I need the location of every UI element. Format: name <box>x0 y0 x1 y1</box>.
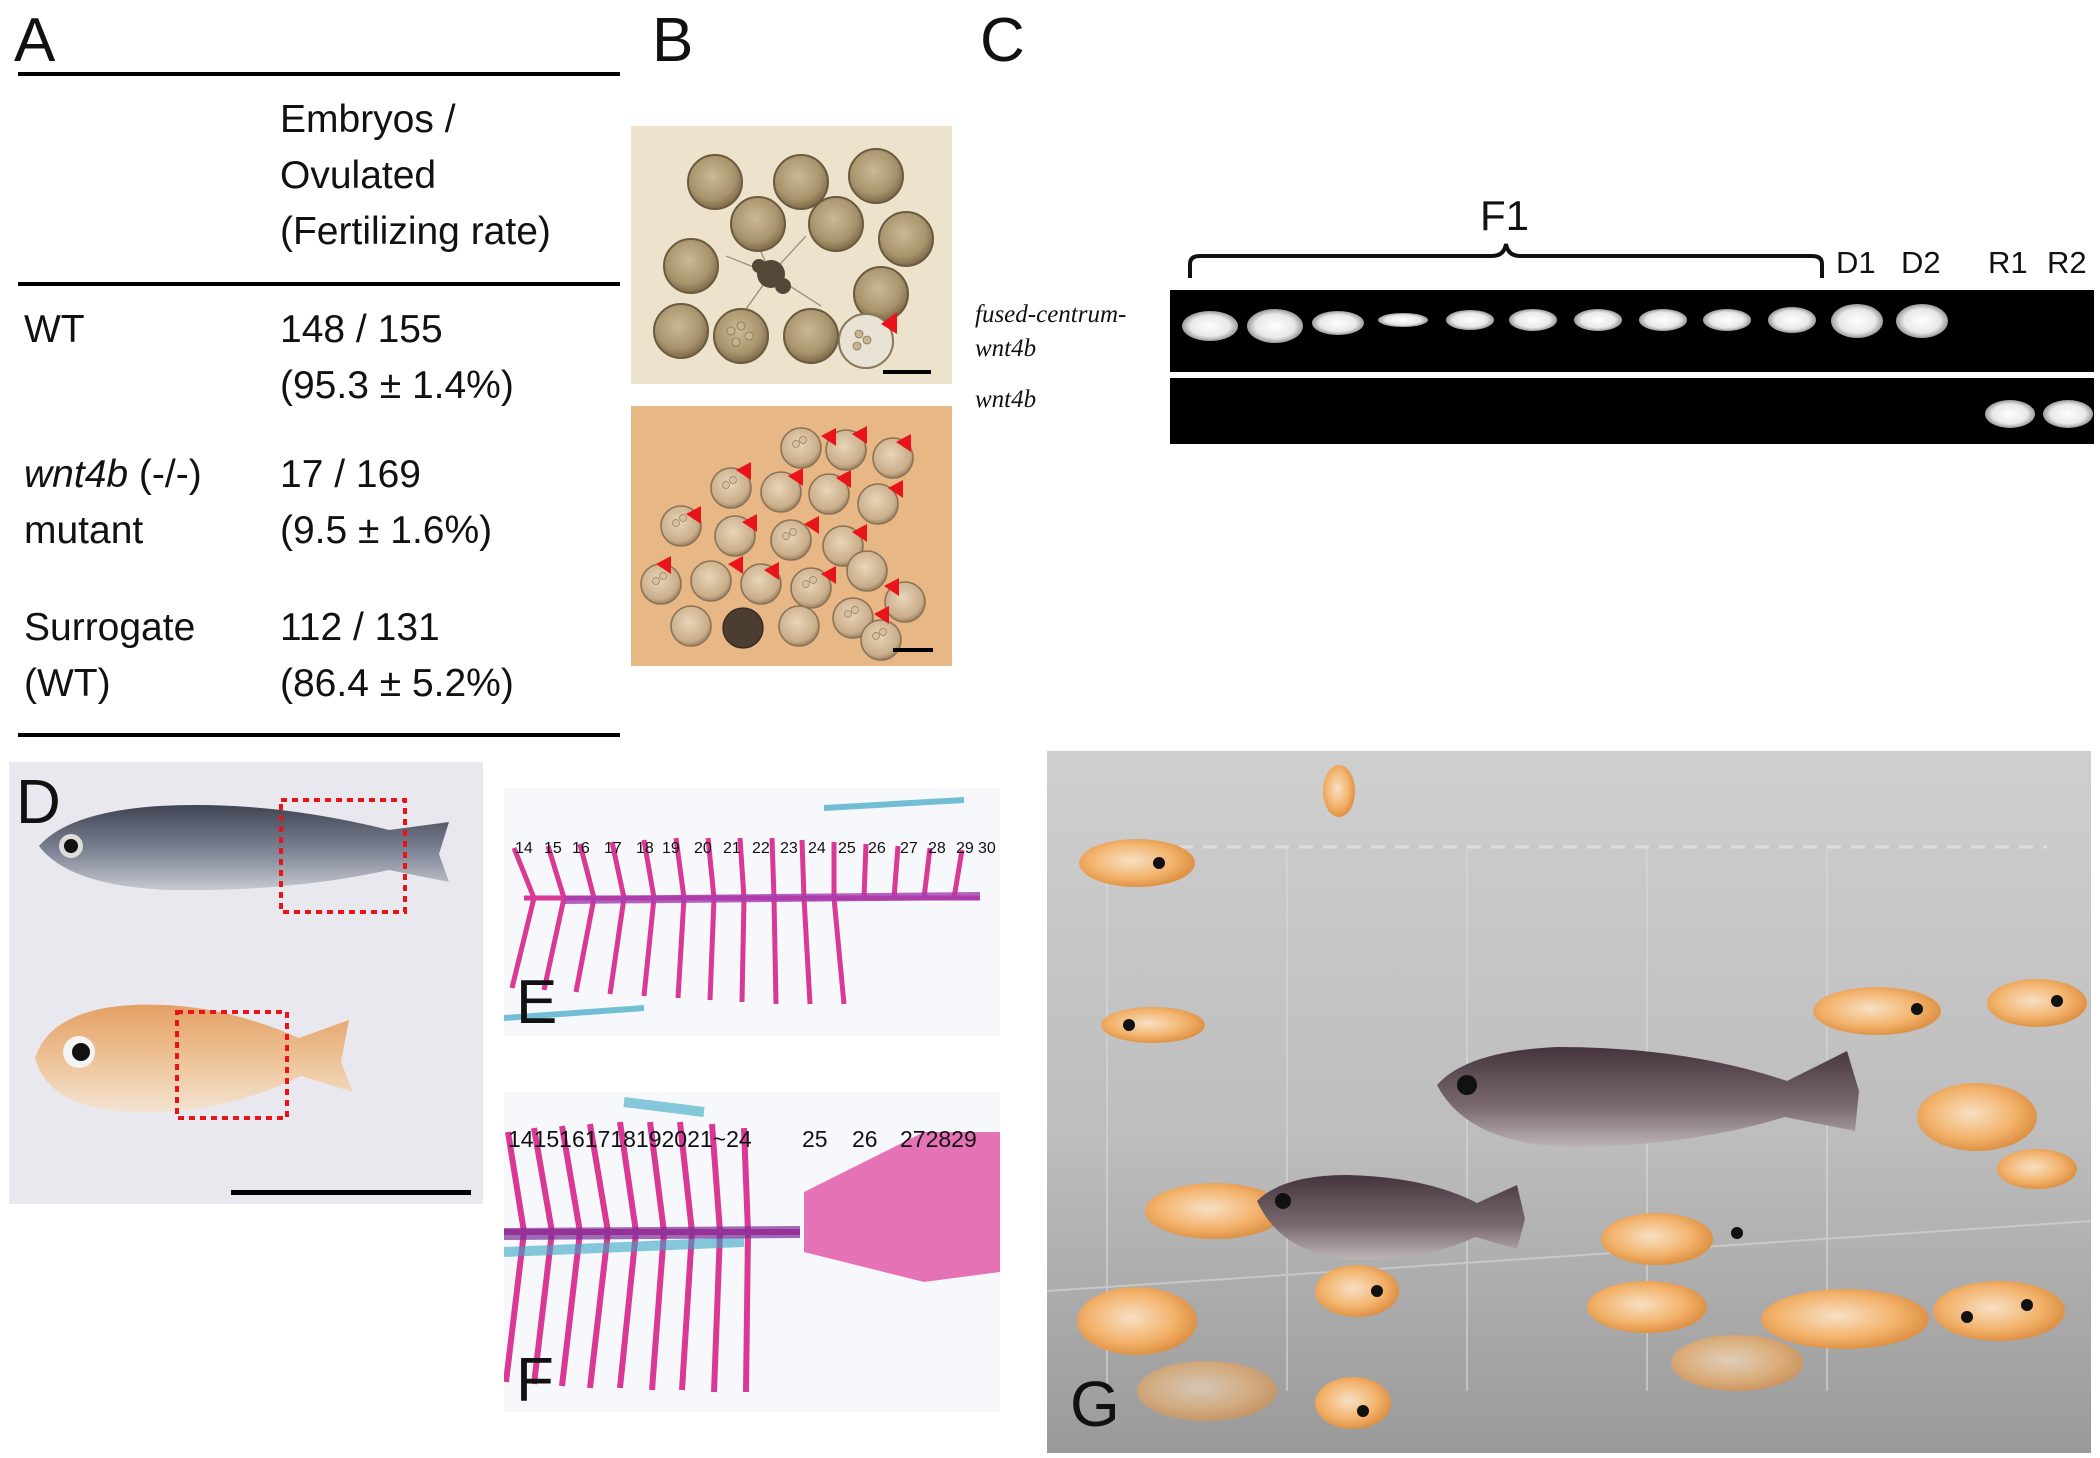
row-count: 112 / 131 <box>280 606 440 649</box>
table-top-rule <box>18 72 620 76</box>
vertebra-number: 14 <box>515 840 533 857</box>
panel-label-a: A <box>14 6 56 75</box>
row-rate: (86.4 ± 5.2%) <box>280 662 514 705</box>
gel-row-1-label-line-2: wnt4b <box>975 335 1037 362</box>
vertebra-number: 24 <box>808 840 826 857</box>
vertebra-number: 27 <box>900 840 918 857</box>
row-label-line-2: (WT) <box>24 662 111 705</box>
wt-fish <box>1437 1047 1859 1147</box>
row-label: wnt4b (-/-) <box>24 447 202 503</box>
vertebra-number: 25 <box>838 840 856 857</box>
scale-bar <box>893 648 933 652</box>
vertebra-number: 19 <box>662 840 680 857</box>
vertebra-number: 17 <box>604 840 622 857</box>
row-label-gene: wnt4b <box>24 453 129 496</box>
gel-group-bracket <box>1188 243 1824 278</box>
vertebra-number: 272829 <box>900 1126 977 1152</box>
row-count: 17 / 169 <box>280 453 421 496</box>
scale-bar <box>883 370 931 374</box>
vertebra-number: 20 <box>694 840 712 857</box>
row-label-genotype: (-/-) <box>128 453 202 496</box>
table-bottom-rule <box>18 733 620 737</box>
vertebra-numbers-e: 14 15 16 17 18 19 20 21 22 23 24 25 26 2… <box>510 840 1000 864</box>
vertebra-number: 23 <box>780 840 798 857</box>
table-header-line-3: (Fertilizing rate) <box>280 210 551 253</box>
vertebra-number: 18 <box>636 840 654 857</box>
skeleton-photo-f <box>504 1092 1000 1412</box>
vertebra-number: 28 <box>928 840 946 857</box>
mutant-fish <box>35 1004 353 1113</box>
skeleton-photo-e <box>504 788 1000 1036</box>
panel-label-g: G <box>1070 1368 1120 1440</box>
dashed-box <box>279 798 407 914</box>
table-header-line-2: Ovulated <box>280 154 437 197</box>
embryo-photo-top <box>631 126 952 384</box>
wt-fish <box>39 805 449 891</box>
lane-label-d2: D2 <box>1901 245 1941 280</box>
orange-fish <box>1077 765 2087 1429</box>
table-header-line-1: Embryos / <box>280 98 456 141</box>
row-label: Surrogate <box>24 606 196 649</box>
row-label-line-2: mutant <box>24 509 144 552</box>
vertebra-number: 1415161718192021~24 <box>508 1126 752 1152</box>
wt-fish <box>1257 1175 1525 1260</box>
panel-label-f: F <box>516 1346 554 1415</box>
triangle-arrow-icon <box>881 312 897 334</box>
panel-label-c: C <box>980 6 1025 75</box>
row-label: WT <box>24 308 85 351</box>
panel-label-d: D <box>16 768 61 837</box>
gel-row-1 <box>1170 290 2094 372</box>
scale-bar <box>231 1190 471 1195</box>
lane-label-d1: D1 <box>1836 245 1876 280</box>
vertebra-number: 15 <box>544 840 562 857</box>
table-header-rule <box>18 282 620 286</box>
panel-label-e: E <box>516 968 558 1037</box>
gel-group-label: F1 <box>1480 192 1530 239</box>
gel-bands-row-2 <box>1985 400 2093 428</box>
fish-photo-d <box>9 762 483 1204</box>
triangle-arrow-icon <box>656 426 911 624</box>
vertebra-numbers-f: 1415161718192021~24 25 26 272829 <box>508 1126 998 1156</box>
gel-image <box>1170 290 2094 444</box>
vertebra-number: 25 <box>802 1126 828 1152</box>
row-rate: (95.3 ± 1.4%) <box>280 364 514 407</box>
vertebra-number: 26 <box>868 840 886 857</box>
lane-label-r2: R2 <box>2047 245 2087 280</box>
gel-bands-row-1 <box>1182 304 1948 343</box>
gel-row-2 <box>1170 378 2094 444</box>
gel-row-1-label-line-1: fused-centrum- <box>975 301 1127 328</box>
dashed-box <box>175 1010 289 1120</box>
lane-label-r1: R1 <box>1988 245 2028 280</box>
vertebra-number: 22 <box>752 840 770 857</box>
gel-row-1-label: fused-centrum- wnt4b <box>975 298 1126 366</box>
vertebra-number: 30 <box>978 840 996 857</box>
vertebra-number: 21 <box>723 840 741 857</box>
row-count: 148 / 155 <box>280 308 443 351</box>
embryo-photo-bottom <box>631 406 952 666</box>
tank-photo-g <box>1047 751 2091 1453</box>
gel-row-2-label: wnt4b <box>975 386 1037 413</box>
panel-label-b: B <box>652 6 694 75</box>
row-rate: (9.5 ± 1.6%) <box>280 509 493 552</box>
vertebra-number: 16 <box>572 840 590 857</box>
vertebra-number: 26 <box>852 1126 878 1152</box>
vertebra-number: 29 <box>956 840 974 857</box>
fish-eye <box>1123 857 2063 1417</box>
